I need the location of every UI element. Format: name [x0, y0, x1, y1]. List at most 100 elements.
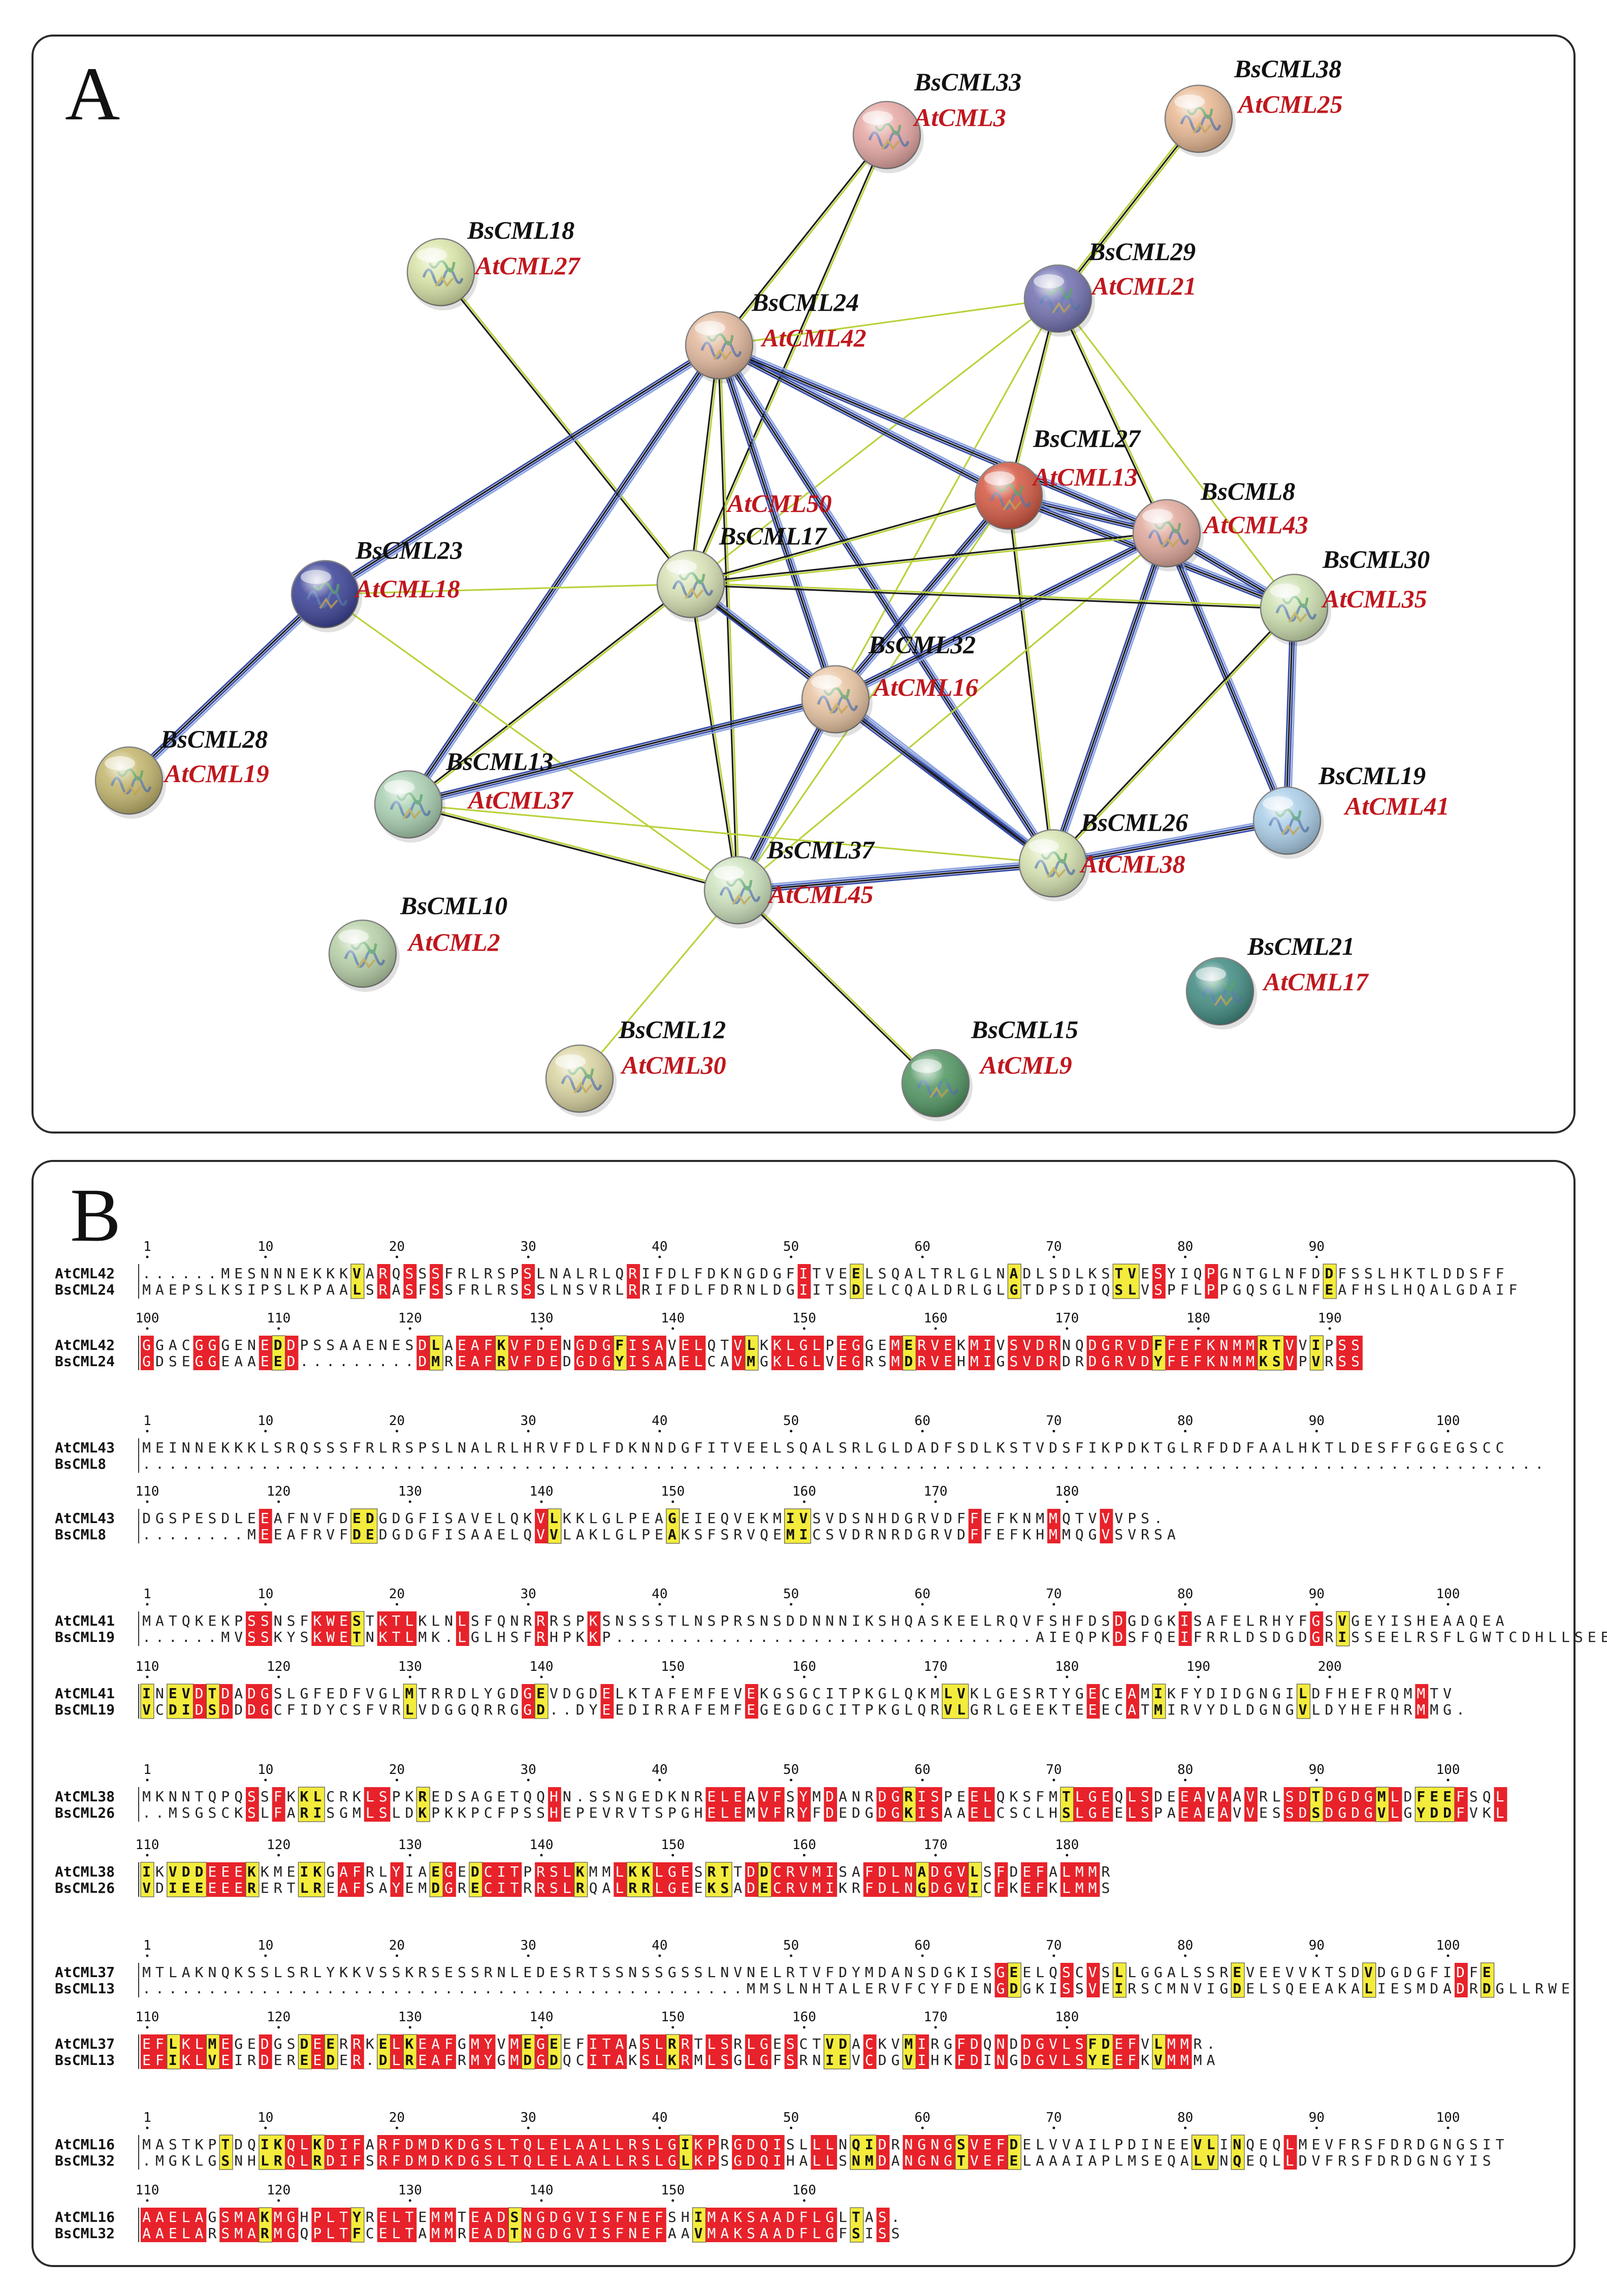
tick-dot: [395, 1603, 398, 1606]
tick-dot: [395, 1954, 398, 1957]
node-label-at: AtCML9: [979, 1051, 1072, 1079]
position-tick: 130: [530, 1311, 554, 1326]
tick-dot: [921, 1954, 924, 1957]
tick-dot: [658, 1603, 661, 1606]
edge-n18-n17: [439, 271, 693, 586]
identical-run: [627, 1264, 640, 1299]
panel-b-letter: B: [70, 1173, 121, 1257]
edge-n27-n17: [689, 494, 1010, 586]
tick-dot: [277, 2199, 280, 2202]
identical-run: [522, 1264, 535, 1299]
position-tick: 170: [924, 1837, 948, 1853]
position-tick: 40: [652, 1239, 667, 1254]
position-tick: 70: [1046, 1413, 1062, 1429]
position-tick: 1: [143, 1239, 151, 1254]
tick-dot: [1066, 1854, 1069, 1857]
sequence-name: AtCML43: [55, 1439, 115, 1456]
tick-dot: [1315, 2126, 1318, 2129]
position-tick: 110: [135, 1484, 159, 1499]
tick-dot: [802, 1327, 806, 1330]
tick-dot: [277, 1500, 280, 1503]
tick-dot: [1066, 1675, 1069, 1678]
edge-n37-n12: [578, 889, 739, 1080]
tick-dot: [146, 1603, 149, 1606]
position-tick: 150: [661, 1837, 685, 1853]
position-tick: 160: [792, 1484, 816, 1499]
position-tick: 10: [258, 1938, 273, 1953]
tick-dot: [540, 2026, 543, 2029]
position-tick: 20: [389, 1239, 405, 1254]
edge-n30-n26: [1051, 606, 1296, 865]
tick-dot: [408, 1327, 411, 1330]
tick-dot: [395, 2126, 398, 2129]
node-label-at: AtCML42: [760, 324, 866, 352]
position-tick: 20: [389, 1413, 405, 1429]
position-tick: 140: [661, 1311, 685, 1326]
node-label-bs: BsCML24: [751, 288, 859, 316]
tick-dot: [658, 2126, 661, 2129]
sequence-name: AtCML37: [55, 1964, 115, 1981]
tick-dot: [934, 1327, 937, 1330]
tick-dot: [146, 2026, 149, 2029]
position-tick: 1: [143, 2110, 151, 2125]
tick-dot: [264, 2126, 267, 2129]
position-tick: 30: [520, 1413, 536, 1429]
tick-dot: [540, 1854, 543, 1857]
tick-dot: [671, 1327, 674, 1330]
edge-n24-n23: [323, 342, 722, 598]
tick-dot: [1052, 2126, 1055, 2129]
tick-dot: [1184, 1954, 1187, 1957]
position-tick: 110: [135, 2010, 159, 2025]
position-tick: 150: [661, 1659, 685, 1674]
position-tick: 40: [652, 1938, 667, 1953]
tick-dot: [540, 1500, 543, 1503]
node-label-bs: BsCML38: [1234, 54, 1341, 83]
edge-n29-n17: [690, 298, 1059, 585]
sequence-name: BsCML8: [55, 1526, 106, 1543]
tick-dot: [1052, 1603, 1055, 1606]
node-label-at: AtCML21: [1090, 272, 1197, 300]
tick-dot: [1315, 1430, 1318, 1433]
position-tick: 170: [924, 1659, 948, 1674]
position-tick: 90: [1309, 1413, 1325, 1429]
sequence-name: AtCML38: [55, 1788, 115, 1805]
sequence-name: BsCML24: [55, 1353, 115, 1370]
edge-n17-n30: [690, 582, 1295, 610]
tick-dot: [264, 1778, 267, 1782]
position-tick: 100: [1436, 1413, 1460, 1429]
position-tick: 120: [398, 1311, 422, 1326]
tick-dot: [1184, 1603, 1187, 1606]
position-tick: 1: [143, 1938, 151, 1953]
position-tick: 40: [652, 1762, 667, 1777]
edge-n29-n30: [1057, 298, 1295, 609]
sequence-name: AtCML42: [55, 1265, 115, 1282]
sequence-name: BsCML8: [55, 1456, 106, 1472]
panel-a-letter: A: [65, 52, 120, 136]
position-tick: 120: [267, 2183, 291, 2198]
node-label-bs: BsCML8: [1200, 477, 1295, 505]
sequence-name: BsCML13: [55, 2052, 115, 2068]
